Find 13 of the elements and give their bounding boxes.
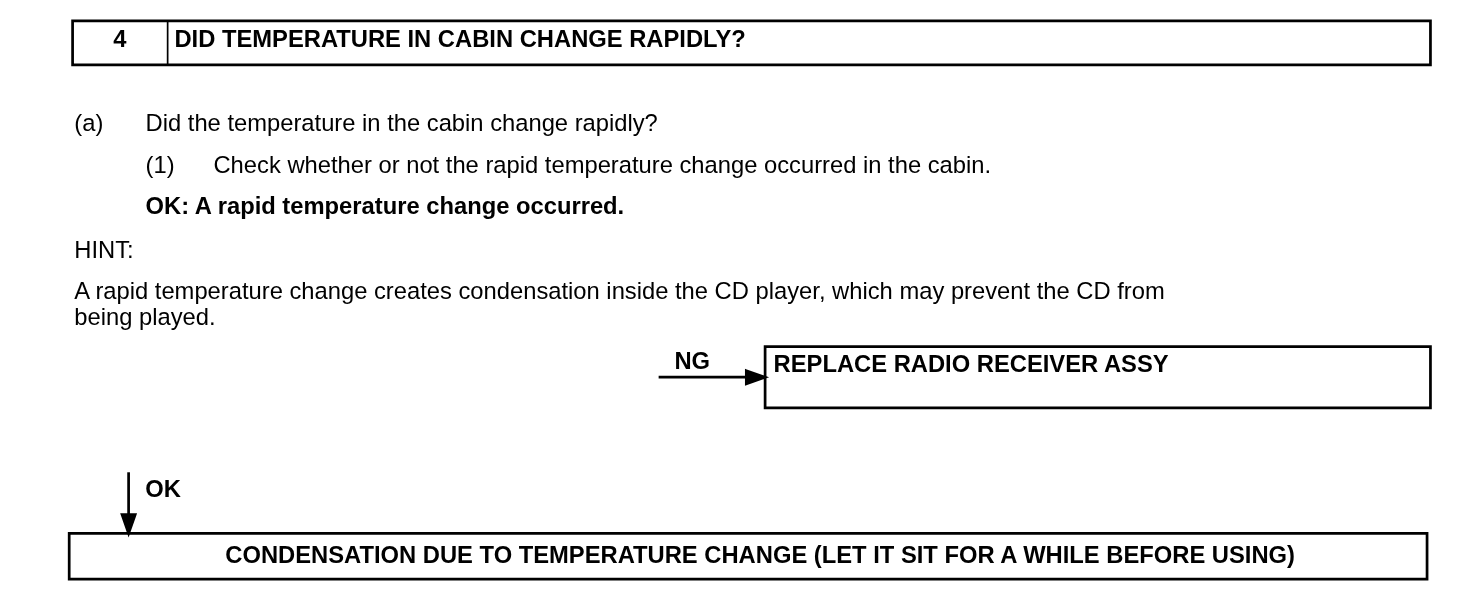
- label: A rapid temperature change creates condensation inside the CD player, which may prevent the CD from being played.: [74, 277, 1165, 330]
- label: Did the temperature in the cabin change rapidly?: [145, 108, 658, 136]
- label: HINT:: [74, 235, 134, 263]
- edge-label: OK: [145, 475, 181, 503]
- node-box: REPLACE RADIO RECEIVER ASSY: [763, 345, 1432, 410]
- label: OK: A rapid temperature change occurred.: [145, 191, 625, 219]
- node-box: CONDENSATION DUE TO TEMPERATURE CHANGE (LET IT SIT FOR A WHILE BEFORE USING): [67, 532, 1429, 581]
- edge-label: NG: [674, 347, 711, 375]
- label: Check whether or not the rapid temperature change occurred in the cabin.: [213, 151, 992, 179]
- label: (1): [145, 151, 175, 179]
- arrow: [120, 472, 138, 538]
- label: (a): [74, 108, 104, 136]
- arrow: [658, 368, 770, 386]
